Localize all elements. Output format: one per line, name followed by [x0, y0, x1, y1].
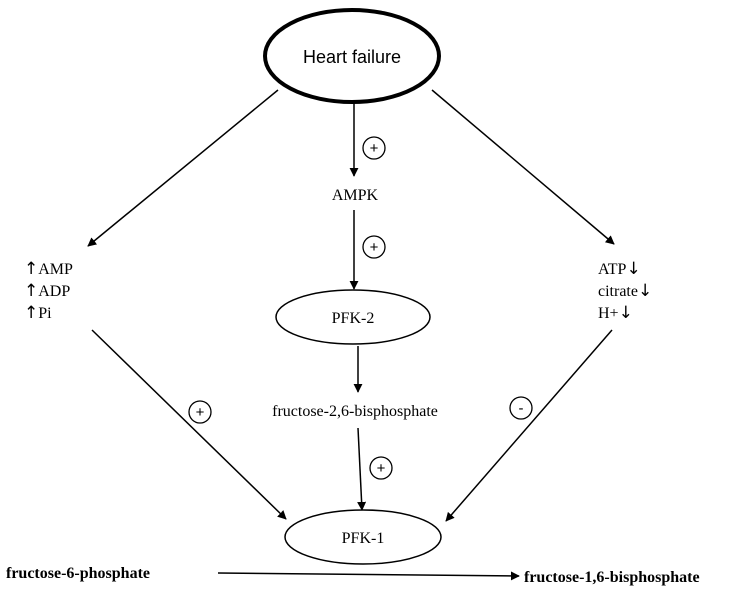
metabolite-amp: ↑AMP	[24, 259, 73, 279]
svg-text:+: +	[370, 239, 379, 256]
sign-ampk-to-pfk2: +	[362, 235, 386, 259]
heart-failure-node: Heart failure	[263, 8, 441, 104]
pfk1-label: PFK-1	[342, 530, 385, 547]
metabolite-pi: ↑Pi	[24, 303, 52, 323]
arrow-right-to-pfk1	[445, 329, 613, 522]
svg-text:+: +	[370, 140, 379, 157]
left-metabolites: ↑AMP ↑ADP ↑Pi	[24, 259, 73, 323]
sign-hf-to-ampk: +	[362, 136, 386, 160]
metabolite-adp: ↑ADP	[24, 281, 70, 301]
pfk2-node: PFK-2	[275, 289, 431, 345]
metabolite-citrate: citrate↓	[598, 281, 652, 301]
f26bp-label: fructose-2,6-bisphosphate	[272, 403, 438, 420]
arrow-hf-to-right-metabolites	[431, 89, 615, 245]
svg-text:+: +	[196, 404, 205, 421]
f6p-label: fructose-6-phosphate	[6, 565, 150, 582]
arrow-hf-to-left-metabolites	[87, 89, 279, 247]
ampk-label: AMPK	[332, 187, 379, 204]
right-metabolites: ATP↓ citrate↓ H+↓	[598, 259, 652, 323]
sign-right-to-pfk1: -	[509, 396, 533, 420]
pfk2-label: PFK-2	[332, 310, 375, 327]
f16bp-label: fructose-1,6-bisphosphate	[524, 569, 700, 586]
sign-left-to-pfk1: +	[188, 400, 212, 424]
metabolite-atp: ATP↓	[598, 259, 641, 279]
sign-f26bp-to-pfk1: +	[369, 456, 393, 480]
heart-failure-label: Heart failure	[303, 47, 401, 67]
arrow-left-to-pfk1	[91, 329, 287, 520]
pfk1-node: PFK-1	[284, 509, 442, 565]
arrow-f6p-to-f16bp	[217, 571, 520, 581]
svg-text:+: +	[377, 460, 386, 477]
metabolite-hplus: H+↓	[598, 303, 633, 323]
svg-text:-: -	[519, 400, 524, 417]
arrow-f26bp-to-pfk1	[357, 427, 367, 511]
